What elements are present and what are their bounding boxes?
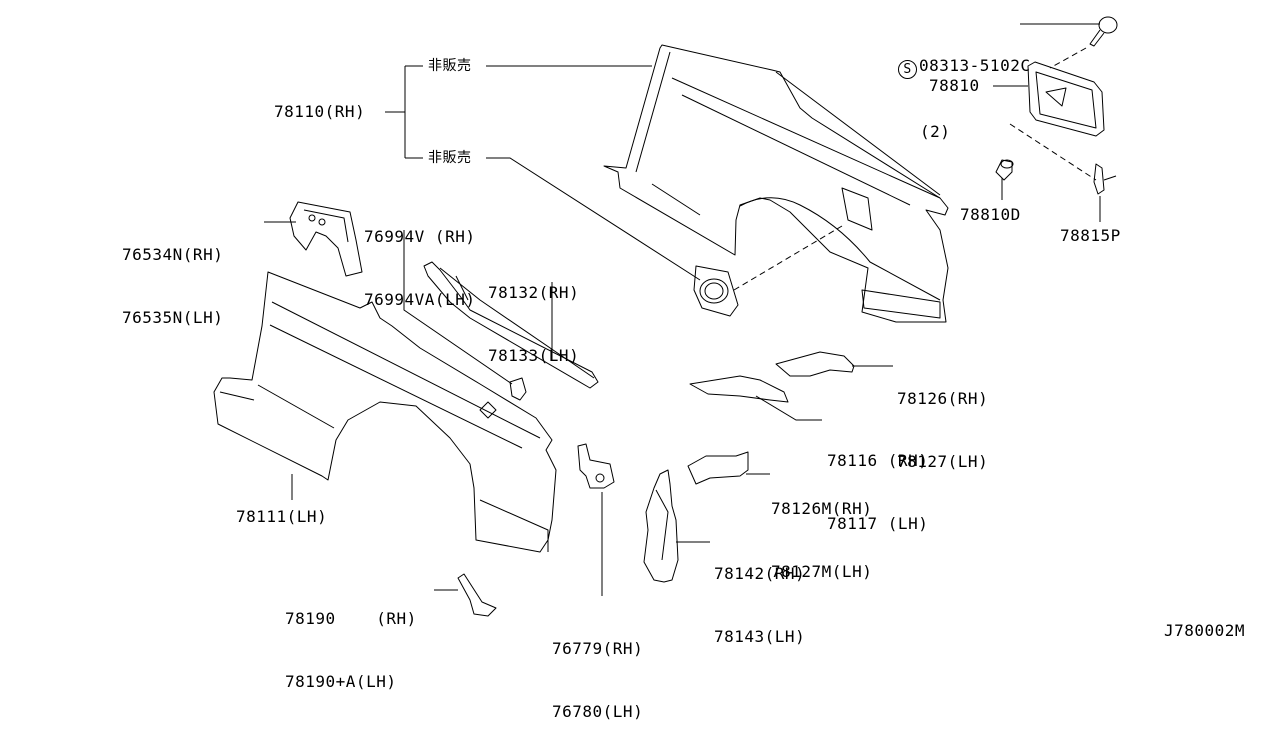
lid-lock[interactable] bbox=[1093, 163, 1117, 195]
diagram-code: J780002M bbox=[1164, 621, 1246, 640]
callout-part-number-rh: 76779(RH) bbox=[552, 639, 644, 658]
callout-part-number-rh: 76534N(RH) bbox=[122, 245, 224, 264]
callout-part-number-rh: 78126M(RH) bbox=[771, 499, 873, 518]
rear-fender-rh[interactable] bbox=[603, 44, 949, 323]
callout-part-number: 78810 bbox=[929, 76, 980, 95]
lid-bumper[interactable] bbox=[995, 159, 1014, 181]
callout-78142[interactable]: 78142(RH) 78143(LH) bbox=[714, 521, 805, 668]
callout-part-number-lh: 76994VA(LH) bbox=[364, 290, 476, 309]
bracket-78126m[interactable] bbox=[687, 451, 749, 485]
callout-78110[interactable]: 78110(RH) bbox=[274, 101, 365, 122]
callout-part-number-rh: 76994V (RH) bbox=[364, 227, 476, 246]
callout-part-number-lh: 76780(LH) bbox=[552, 702, 644, 721]
callout-part-number: 78815P bbox=[1060, 226, 1121, 245]
fuel-lid-base[interactable] bbox=[1027, 61, 1105, 137]
callout-not-for-sale-lower: 非販売 bbox=[428, 148, 472, 169]
callout-part-number-lh: 78127(LH) bbox=[897, 452, 989, 471]
callout-part-number-lh: 78127M(LH) bbox=[771, 562, 873, 581]
not-for-sale-text: 非販売 bbox=[428, 58, 472, 74]
callout-part-number: 08313-5102C bbox=[919, 56, 1031, 75]
bracket-78116[interactable] bbox=[689, 375, 789, 403]
callout-part-number-rh: 78190 (RH) bbox=[285, 609, 417, 628]
pillar-78142[interactable] bbox=[643, 469, 679, 583]
standard-part-symbol-icon: S bbox=[898, 60, 917, 79]
fuel-lid-pocket[interactable] bbox=[693, 265, 739, 317]
callout-part-number: 78111(LH) bbox=[236, 507, 328, 526]
callout-part-number-lh: 78190+A(LH) bbox=[285, 672, 397, 691]
callout-78111[interactable]: 78111(LH) bbox=[236, 506, 327, 527]
callout-quantity: (2) bbox=[920, 122, 951, 141]
callout-part-number-rh: 78132(RH) bbox=[488, 283, 580, 302]
callout-76779[interactable]: 76779(RH) 76780(LH) bbox=[552, 596, 643, 743]
callout-part-number-lh: 76535N(LH) bbox=[122, 308, 224, 327]
bracket-78126[interactable] bbox=[775, 351, 855, 377]
callout-78810d[interactable]: 78810D bbox=[960, 204, 1021, 225]
callout-78126[interactable]: 78126(RH) 78127(LH) bbox=[897, 346, 988, 493]
callout-76994v[interactable]: 76994V (RH) 76994VA(LH) bbox=[364, 184, 475, 331]
bracket-76779[interactable] bbox=[577, 443, 615, 489]
callout-not-for-sale-upper: 非販売 bbox=[428, 56, 472, 77]
callout-part-number-rh: 78142(RH) bbox=[714, 564, 806, 583]
callout-part-number-lh: 78133(LH) bbox=[488, 346, 580, 365]
callout-part-number-rh: 78116 (RH) bbox=[827, 451, 929, 470]
callout-part-number: 78810D bbox=[960, 205, 1021, 224]
rear-fender-lh[interactable] bbox=[213, 271, 557, 553]
callout-78126m[interactable]: 78126M(RH) 78127M(LH) bbox=[771, 456, 872, 603]
callout-78132[interactable]: 78132(RH) 78133(LH) bbox=[488, 240, 579, 387]
callout-78116[interactable]: 78116 (RH) 78117 (LH) bbox=[827, 408, 928, 555]
callout-76534n[interactable]: 76534N(RH) 76535N(LH) bbox=[122, 202, 223, 349]
callout-part-number-lh: 78117 (LH) bbox=[827, 514, 929, 533]
assembly-lines bbox=[733, 47, 1097, 291]
callout-78810[interactable]: 78810 bbox=[929, 75, 980, 96]
callout-part-number-rh: 78126(RH) bbox=[897, 389, 989, 408]
parts-diagram bbox=[213, 16, 1118, 617]
bracket-78190[interactable] bbox=[457, 573, 497, 617]
leader-lines bbox=[264, 23, 1101, 596]
rail-78132[interactable] bbox=[423, 261, 599, 389]
callout-part-number: 78110(RH) bbox=[274, 102, 366, 121]
bolt[interactable] bbox=[1089, 16, 1118, 47]
callout-part-number-lh: 78143(LH) bbox=[714, 627, 806, 646]
bracket-76534n[interactable] bbox=[289, 201, 363, 277]
not-for-sale-text: 非販売 bbox=[428, 150, 472, 166]
callout-78815p[interactable]: 78815P bbox=[1060, 225, 1121, 246]
panel-76994v[interactable] bbox=[509, 377, 527, 401]
